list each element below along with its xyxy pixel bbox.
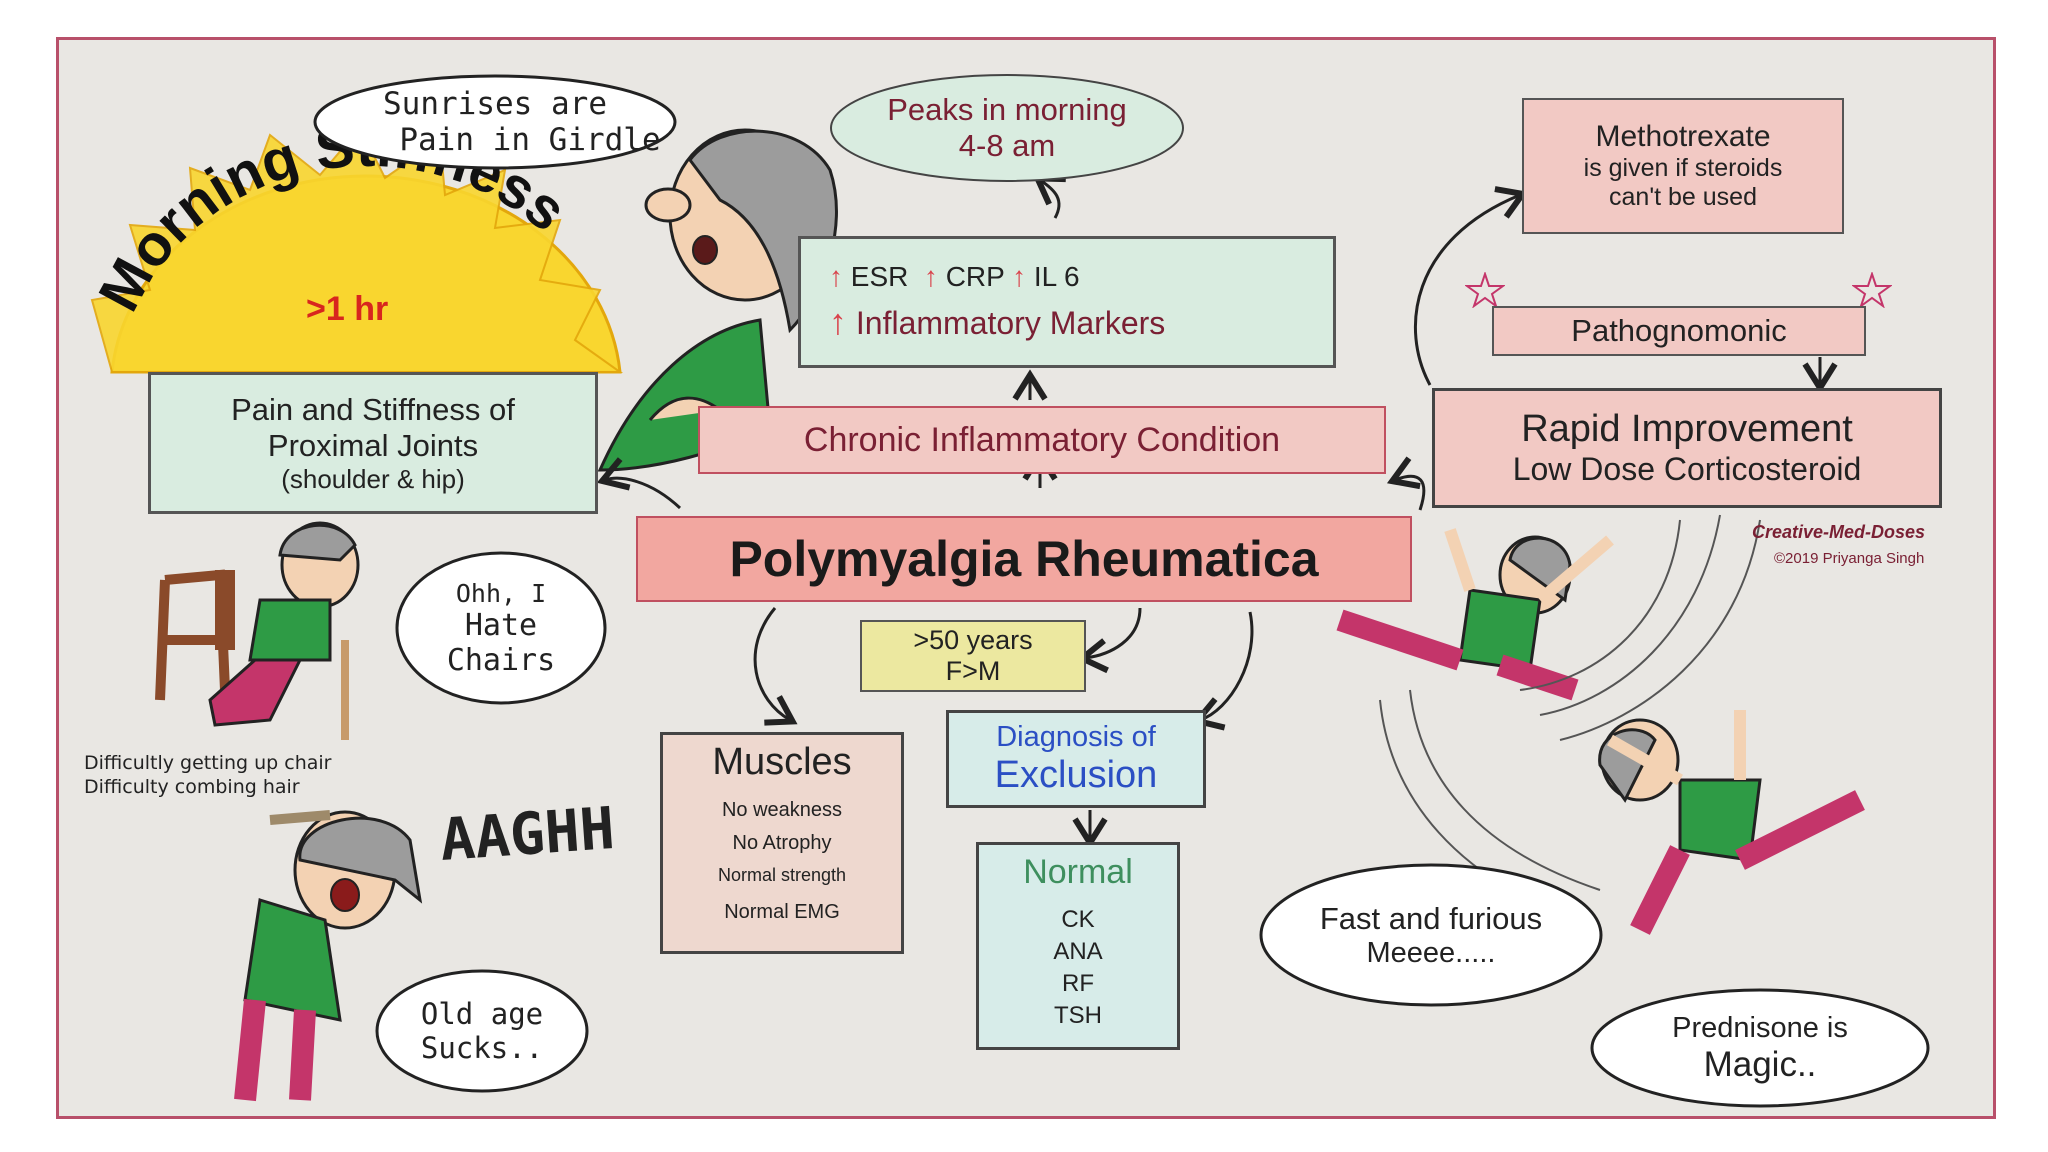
normal-item: ANA [1053, 938, 1103, 965]
sunrises-thought-bubble: Sunrises are Pain in Girdle [310, 72, 680, 172]
markers-label: Inflammatory Markers [855, 305, 1166, 341]
page-title: Polymyalgia Rheumatica [729, 531, 1319, 587]
brand-credit: Creative-Med-Doses [1752, 522, 1926, 542]
cheering-woman-illustration [1598, 710, 1865, 935]
il6-label: IL 6 [1033, 261, 1080, 292]
flow-arrows [596, 175, 1838, 849]
chairs-line2: Hate [464, 607, 538, 643]
comb-woman-illustration [234, 810, 423, 1102]
chairs-line1: Ohh, I [455, 578, 547, 608]
peaks-ellipse: Peaks in morning 4-8 am [828, 72, 1186, 184]
hate-chairs-bubble: Ohh, I Hate Chairs [392, 548, 610, 708]
peaks-line1: Peaks in morning [887, 92, 1127, 127]
exclusion-line1: Diagnosis of [996, 721, 1156, 753]
peaks-line2: 4-8 am [958, 128, 1056, 163]
pathognomonic-box: Pathognomonic [1492, 306, 1866, 356]
muscles-item: Normal EMG [724, 901, 840, 923]
proximal-line2: Proximal Joints [267, 427, 479, 463]
prednisone-bubble: Prednisone is Magic.. [1588, 986, 1932, 1110]
difficulty-hair-text: Difficulty combing hair [84, 776, 300, 798]
old-age-line1: Old age [420, 997, 544, 1031]
up-arrow-icon: ↑ [829, 301, 847, 342]
age-label: >50 years [913, 625, 1033, 655]
crp-label: CRP [945, 261, 1005, 292]
normal-item: CK [1061, 906, 1095, 933]
fast-furious-bubble: Fast and furious Meeee..... [1256, 860, 1606, 1010]
up-arrow-icon: ↑ [829, 261, 843, 292]
stiffness-duration: >1 hr [306, 290, 389, 328]
muscles-item: No Atrophy [732, 832, 832, 854]
old-age-line2: Sucks.. [420, 1031, 544, 1065]
esr-label: ESR [850, 261, 909, 292]
up-arrow-icon: ↑ [1012, 261, 1027, 292]
proximal-line3: (shoulder & hip) [281, 463, 465, 494]
proximal-joints-box: Pain and Stiffness of Proximal Joints (s… [148, 372, 598, 514]
muscles-item: No weakness [721, 799, 843, 821]
star-icon [1852, 272, 1892, 308]
copyright-credit: ©2019 Priyanga Singh [1774, 550, 1925, 567]
methotrexate-line1: Methotrexate [1595, 120, 1771, 153]
up-arrow-icon: ↑ [923, 261, 938, 292]
prednisone-line2: Magic.. [1703, 1044, 1817, 1084]
methotrexate-line2: is given if steroids [1583, 154, 1783, 182]
aaghh-shout: AAGHH [437, 793, 617, 875]
normal-item: RF [1062, 970, 1094, 997]
chairs-line3: Chairs [446, 642, 556, 678]
star-icon [1465, 272, 1505, 308]
muscles-item: Normal strength [717, 865, 847, 885]
chronic-label: Chronic Inflammatory Condition [803, 420, 1281, 459]
difficulty-chair-text: Difficultly getting up chair [84, 752, 332, 774]
muscles-title: Muscles [712, 741, 852, 783]
inflammatory-markers-box: ↑ ESR ↑ CRP ↑ IL 6 ↑ Inflammatory Marker… [798, 236, 1336, 368]
prednisone-line1: Prednisone is [1672, 1011, 1848, 1044]
exclusion-box: Diagnosis of Exclusion [946, 710, 1206, 808]
fast-line1: Fast and furious [1319, 900, 1543, 936]
chair-woman-illustration [155, 521, 360, 740]
fast-line2: Meeee..... [1366, 936, 1496, 969]
rapid-line1: Rapid Improvement [1521, 408, 1853, 450]
chronic-condition-box: Chronic Inflammatory Condition [698, 406, 1386, 474]
exclusion-line2: Exclusion [994, 754, 1158, 796]
normal-item: TSH [1054, 1002, 1102, 1029]
normal-labs-box: Normal CK ANA RF TSH [976, 842, 1180, 1050]
normal-title: Normal [1023, 853, 1133, 891]
rapid-line2: Low Dose Corticosteroid [1512, 451, 1862, 487]
methotrexate-line3: can't be used [1609, 183, 1757, 211]
muscles-box: Muscles No weakness No Atrophy Normal st… [660, 732, 904, 954]
jumping-woman-illustration [1336, 528, 1614, 701]
sex-label: F>M [945, 656, 1001, 686]
methotrexate-box: Methotrexate is given if steroids can't … [1522, 98, 1844, 234]
demographics-box: >50 years F>M [860, 620, 1086, 692]
pathognomonic-label: Pathognomonic [1571, 313, 1787, 348]
sun-icon [90, 126, 624, 374]
sunrises-line1: Sunrises are [383, 86, 607, 122]
old-age-bubble: Old age Sucks.. [372, 965, 592, 1097]
title-box: Polymyalgia Rheumatica [636, 516, 1412, 602]
rapid-improvement-box: Rapid Improvement Low Dose Corticosteroi… [1432, 388, 1942, 508]
proximal-line1: Pain and Stiffness of [231, 391, 515, 427]
sunrises-line2: Pain in Girdle [399, 122, 661, 158]
